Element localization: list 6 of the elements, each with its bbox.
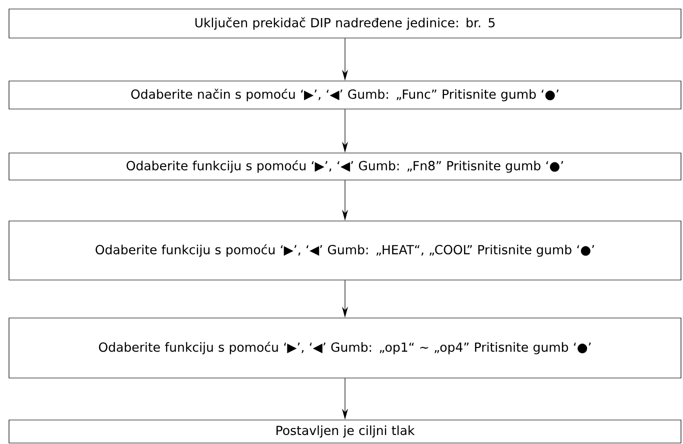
process-box: Odaberite funkciju s pomoću ‘▶’, ‘◀’ Gumb: „op1“ ~ „op4” Pritisnite gumb ‘●’	[8, 318, 682, 378]
process-box: Uključen prekidač DIP nadređene jedinice: br. 5	[8, 8, 682, 38]
process-box: Postavljen je ciljni tlak	[8, 420, 682, 444]
process-box: Odaberite način s pomoću ‘▶’, ‘◀’ Gumb: „Func” Pritisnite gumb ‘●’	[8, 80, 682, 110]
process-box: Odaberite funkciju s pomoću ‘▶’, ‘◀’ Gumb: „HEAT“, „COOL” Pritisnite gumb ‘●’	[8, 220, 682, 280]
process-box: Odaberite funkciju s pomoću ‘▶’, ‘◀’ Gumb: „Fn8” Pritisnite gumb ‘●’	[8, 152, 682, 180]
